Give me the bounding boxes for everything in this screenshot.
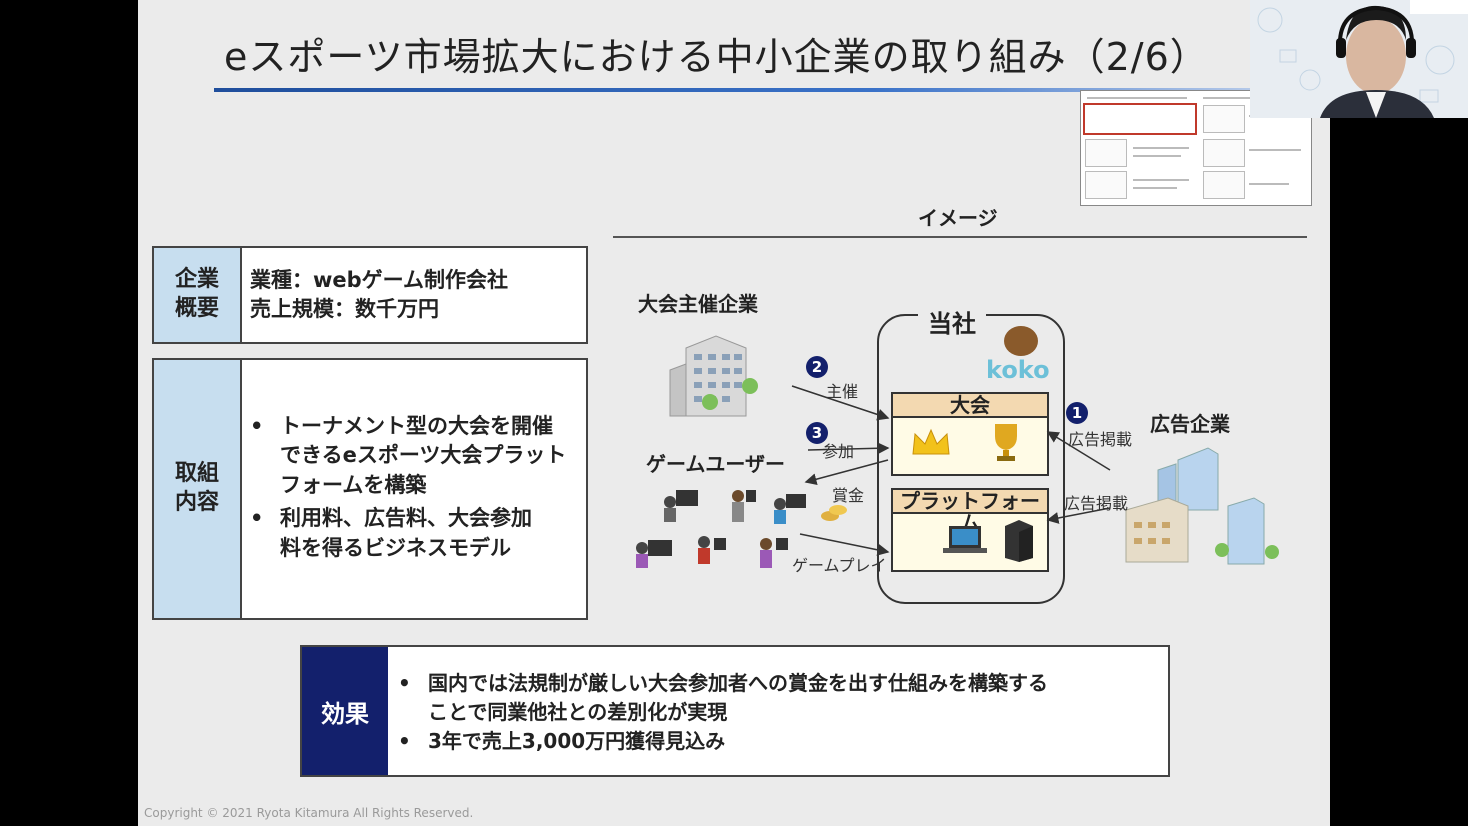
- effect-box: 効果 • 国内では法規制が厳しい大会参加者への賞金を出す仕組みを構築する ことで…: [300, 645, 1170, 777]
- presenter-video: [1250, 0, 1468, 118]
- industry-text: 業種：webゲーム制作会社: [250, 268, 509, 292]
- activities-box: 取組 内容 • トーナメント型の大会を開催 できるeスポーツ大会プラット フォー…: [152, 358, 588, 620]
- slide-title: eスポーツ市場拡大における中小企業の取り組み（2/6）: [224, 35, 1209, 79]
- sponsor-arrow: [791, 385, 890, 421]
- sales-scale-text: 売上規模：数千万円: [250, 297, 439, 322]
- list-item: • 3年で売上3,000万円獲得見込み: [398, 729, 726, 753]
- join-arrow: [807, 442, 890, 455]
- diagram-divider: [613, 236, 1307, 238]
- effect-label: 効果: [302, 647, 388, 775]
- koko-logo: koko: [986, 356, 1050, 384]
- activities-list: • トーナメント型の大会を開催 できるeスポーツ大会プラット フォームを構築 •…: [250, 412, 580, 563]
- users-label: ゲームユーザー: [646, 452, 785, 476]
- join-label: 参加: [822, 442, 855, 461]
- gameplay-label: ゲームプレイ: [792, 556, 887, 575]
- ad-arrow-tournament: [1046, 431, 1111, 471]
- list-item: • 国内では法規制が厳しい大会参加者への賞金を出す仕組みを構築する ことで同業他…: [398, 671, 1048, 724]
- company-label: 当社: [918, 304, 986, 339]
- ad-label-1: 広告掲載: [1068, 430, 1133, 449]
- platform-label: プラットフォーム: [893, 490, 1047, 534]
- presenter-webcam: [1250, 0, 1468, 118]
- users-icon: [636, 490, 806, 568]
- step-2-badge: 2: [806, 356, 828, 378]
- mascot-icon: [1004, 326, 1038, 356]
- list-item: • トーナメント型の大会を開催 できるeスポーツ大会プラット フォームを構築: [250, 414, 567, 497]
- prize-label: 賞金: [832, 486, 865, 505]
- ad-arrow-platform: [1046, 507, 1111, 524]
- building-icon: [669, 335, 758, 417]
- laptop-icon: [943, 526, 987, 553]
- tournament-box: 大会: [891, 392, 1049, 476]
- presentation-slide: eスポーツ市場拡大における中小企業の取り組み（2/6） 企業 概要 業種：web…: [138, 0, 1330, 826]
- activities-label: 取組 内容: [154, 360, 242, 618]
- platform-box: プラットフォーム: [891, 488, 1049, 572]
- diagram-arrows: [791, 385, 1111, 556]
- effect-list: • 国内では法規制が厳しい大会参加者への賞金を出す仕組みを構築する ことで同業他…: [398, 669, 1158, 756]
- title-underline: [214, 88, 1314, 92]
- server-icon: [1005, 520, 1033, 562]
- tournament-label: 大会: [893, 394, 1047, 418]
- step-3-badge: 3: [806, 422, 828, 444]
- sponsor-label: 主催: [826, 382, 859, 401]
- office-buildings-icon: [1125, 447, 1279, 565]
- copyright-text: Copyright © 2021 Ryota Kitamura All Righ…: [144, 806, 474, 820]
- trophy-icon: [995, 424, 1017, 461]
- crown-icon: [912, 428, 950, 455]
- step-1-badge: 1: [1066, 402, 1088, 424]
- gameplay-arrow: [799, 533, 890, 556]
- diagram-title: イメージ: [918, 206, 998, 230]
- coins-icon: [821, 505, 847, 521]
- company-overview-box: 企業 概要 業種：webゲーム制作会社 売上規模：数千万円: [152, 246, 588, 344]
- ad-label-2: 広告掲載: [1064, 494, 1129, 513]
- company-overview-label: 企業 概要: [154, 248, 242, 342]
- organizer-label: 大会主催企業: [638, 292, 758, 316]
- prize-arrow: [804, 459, 889, 486]
- company-overview-text: 業種：webゲーム制作会社 売上規模：数千万円: [250, 266, 580, 325]
- advertiser-label: 広告企業: [1150, 412, 1230, 436]
- list-item: • 利用料、広告料、大会参加 料を得るビジネスモデル: [250, 506, 532, 560]
